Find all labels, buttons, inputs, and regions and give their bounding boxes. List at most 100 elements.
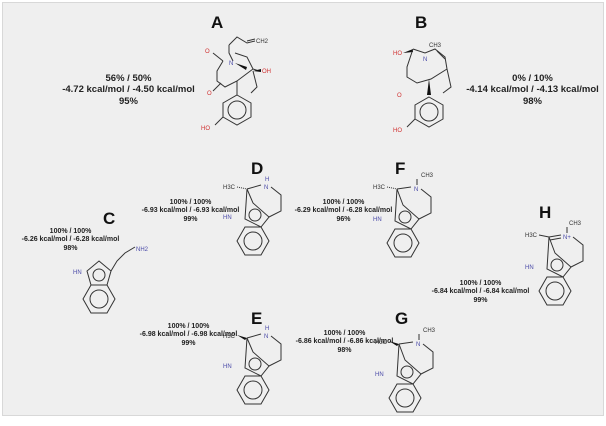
bond [420, 343, 434, 375]
ring [546, 236, 572, 278]
compound-b-label: B [415, 13, 428, 32]
atom-ch3: CH3 [421, 173, 434, 179]
bond [442, 68, 452, 94]
atom-h3c: H3C [223, 185, 236, 191]
bond [418, 188, 432, 220]
compound-a-coverage: 56% / 50% [105, 73, 152, 84]
bond [436, 50, 446, 60]
bond [110, 246, 136, 272]
benzene-ring [222, 94, 252, 126]
compound-f-label: F [395, 159, 406, 178]
bond [246, 333, 262, 339]
aromatic-circle [248, 357, 262, 371]
compound-d-energy: -6.93 kcal/mol / -6.93 kcal/mol [141, 207, 240, 215]
atom-ho: HO [201, 126, 210, 132]
wedge-bond [403, 49, 413, 53]
wedge-bond [389, 341, 399, 346]
atom-hn: HN [375, 372, 384, 378]
compound-g-stats: 100% / 100% -6.86 kcal/mol / -6.86 kcal/… [287, 330, 402, 355]
atom-n: N [414, 187, 418, 193]
bond [228, 45, 234, 62]
benzene-ring [386, 228, 420, 258]
compound-c-confidence: 98% [63, 244, 78, 252]
aromatic-circle [550, 258, 564, 272]
compound-c-stats: 100% / 100% -6.26 kcal/mol / -6.28 kcal/… [13, 228, 128, 253]
compound-e-coverage: 100% / 100% [167, 323, 210, 330]
double-bond [549, 237, 562, 241]
atom-h3c: H3C [525, 233, 538, 239]
atom-n: N [423, 57, 427, 63]
atom-h: H [265, 326, 269, 332]
atom-ch3: CH3 [569, 221, 582, 227]
compound-e-stats: 100% / 100% -6.98 kcal/mol / -6.98 kcal/… [131, 323, 246, 348]
compound-f-coverage: 100% / 100% [322, 199, 365, 206]
atom-n: N [264, 334, 268, 340]
bond [538, 234, 550, 238]
compound-g-coverage: 100% / 100% [323, 330, 366, 337]
benzene-ring [236, 226, 270, 256]
compound-b-coverage: 0% / 10% [512, 73, 553, 84]
compound-g-energy: -6.86 kcal/mol / -6.86 kcal/mol [295, 338, 394, 346]
aromatic-circle [243, 231, 263, 251]
compound-h-stats: 100% / 100% -6.84 kcal/mol / -6.84 kcal/… [423, 280, 538, 305]
bond [214, 116, 224, 126]
aromatic-circle [89, 289, 109, 309]
aromatic-circle [227, 100, 247, 120]
compound-d-confidence: 99% [183, 215, 198, 223]
aromatic-circle [545, 281, 565, 301]
bond [250, 70, 258, 94]
compound-b-confidence: 98% [522, 95, 542, 107]
bond [570, 236, 584, 268]
atom-ch3: CH3 [429, 43, 442, 49]
atom-h: H [265, 177, 269, 183]
atom-o-ring: O [207, 91, 212, 97]
compound-d-label: D [251, 159, 264, 178]
compound-g-structure: CH3 H3C N HN [375, 328, 436, 413]
atom-hn: HN [223, 364, 232, 370]
compound-h-coverage: 100% / 100% [459, 280, 502, 287]
benzene-ring [236, 375, 270, 405]
benzene-ring [388, 383, 422, 413]
atom-ho: HO [393, 128, 402, 134]
compound-f-stats: 100% / 100% -6.29 kcal/mol / -6.28 kcal/… [286, 199, 401, 224]
compound-a-confidence: 95% [118, 95, 138, 107]
bond [396, 186, 412, 190]
atom-ho: HO [393, 51, 402, 57]
compound-d-coverage: 100% / 100% [169, 199, 212, 206]
aromatic-circle [400, 365, 414, 379]
ring [244, 188, 270, 228]
bond [412, 48, 448, 70]
bond [212, 82, 222, 92]
compound-f-energy: -6.29 kcal/mol / -6.28 kcal/mol [294, 207, 393, 215]
hash-bond [236, 186, 248, 190]
bond [268, 335, 282, 367]
compound-c-label: C [103, 209, 116, 228]
wedge-bond [253, 69, 261, 72]
compound-e-confidence: 99% [181, 339, 196, 347]
wedge-bond [237, 335, 247, 340]
atom-o: O [205, 49, 210, 55]
compound-f-confidence: 96% [336, 215, 351, 223]
atom-ch3: CH3 [423, 328, 436, 334]
wedge-bond [427, 79, 431, 95]
figure-panel: A 56% / 50% -4.72 kcal/mol / -4.50 kcal/… [2, 2, 604, 416]
ring [394, 188, 420, 230]
hash-bond [386, 186, 398, 190]
compound-a-structure: CH2 O N OH O HO [201, 36, 271, 132]
aromatic-circle [92, 268, 106, 282]
compound-c-coverage: 100% / 100% [49, 228, 92, 235]
aromatic-circle [398, 210, 412, 224]
ring [244, 337, 270, 377]
bond [268, 186, 282, 218]
bond [246, 184, 262, 190]
compound-g-confidence: 98% [337, 346, 352, 354]
ring [396, 343, 422, 385]
atom-oh: OH [262, 69, 271, 75]
compound-f-structure: CH3 H3C N HN [373, 173, 434, 258]
compound-e-structure: H3C H N HN [223, 326, 282, 405]
bond [406, 118, 416, 128]
aromatic-circle [248, 208, 262, 222]
wedge-bond [235, 63, 247, 70]
aromatic-circle [243, 380, 263, 400]
atom-hn: HN [373, 217, 382, 223]
